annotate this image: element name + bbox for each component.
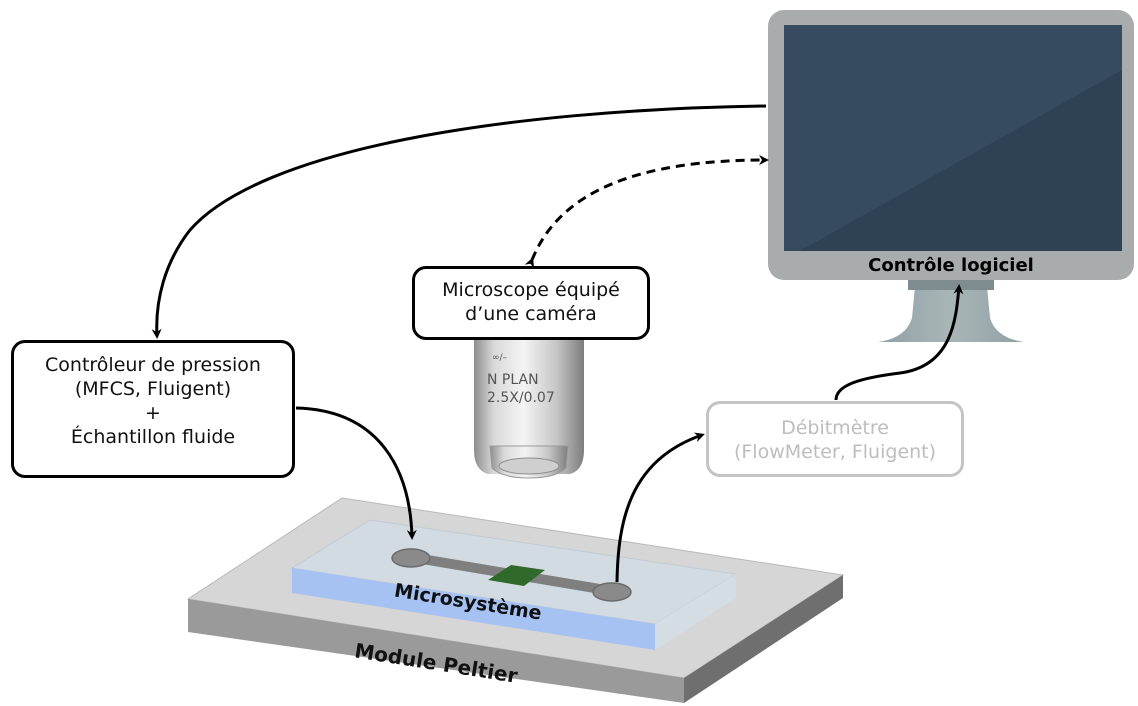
pressure-box-line-2: (MFCS, Fluigent) xyxy=(74,378,232,400)
monitor-label: Contrôle logiciel xyxy=(868,255,1034,276)
monitor-stand xyxy=(878,276,1024,342)
pressure-box-line-1: Contrôleur de pression xyxy=(45,354,261,376)
outlet-port xyxy=(592,582,632,602)
flowmeter-box-line-1: Débitmètre xyxy=(781,417,889,439)
monitor: Contrôle logiciel xyxy=(768,10,1134,342)
microscope-camera-box: Microscope équipé d’une caméra xyxy=(412,266,650,340)
chip-side xyxy=(655,574,736,650)
flowmeter-box-line-2: (FlowMeter, Fluigent) xyxy=(733,441,937,463)
objective-marking-2: N PLAN xyxy=(487,372,539,388)
sensor-area xyxy=(488,565,545,586)
objective-body xyxy=(474,330,584,474)
objective-marking-1: ∞/– xyxy=(492,353,508,363)
microscope-box-line-2: d’une caméra xyxy=(465,303,597,325)
microsystem-chip: Microsystème xyxy=(290,519,738,650)
flowmeter-box: Débitmètre (FlowMeter, Fluigent) xyxy=(706,401,964,477)
monitor-to-pressure-arrow xyxy=(151,104,767,339)
pressure-box-line-3: + xyxy=(145,402,161,424)
objective-lens xyxy=(498,457,560,475)
peltier-front xyxy=(188,599,684,703)
objective-marking-3: 2.5X/0.07 xyxy=(487,390,555,406)
microscope-objective: ∞/– N PLAN 2.5X/0.07 xyxy=(474,330,584,479)
monitor-screen-shade xyxy=(800,70,1122,251)
chip-front xyxy=(292,568,655,650)
peltier-side xyxy=(684,575,843,703)
flowmeter-to-monitor-arrow xyxy=(834,284,964,401)
connections xyxy=(151,104,964,583)
microscope-box-line-1: Microscope équipé xyxy=(442,279,620,301)
pressure-to-chip-arrow xyxy=(295,406,417,540)
pressure-box-line-4: Échantillon fluide xyxy=(70,426,236,448)
camera-monitor-dashed-arrow xyxy=(524,155,769,269)
chip-to-flowmeter-arrow xyxy=(615,432,705,583)
pressure-controller-box: Contrôleur de pression (MFCS, Fluigent) … xyxy=(11,340,295,478)
inlet-port xyxy=(391,548,431,568)
